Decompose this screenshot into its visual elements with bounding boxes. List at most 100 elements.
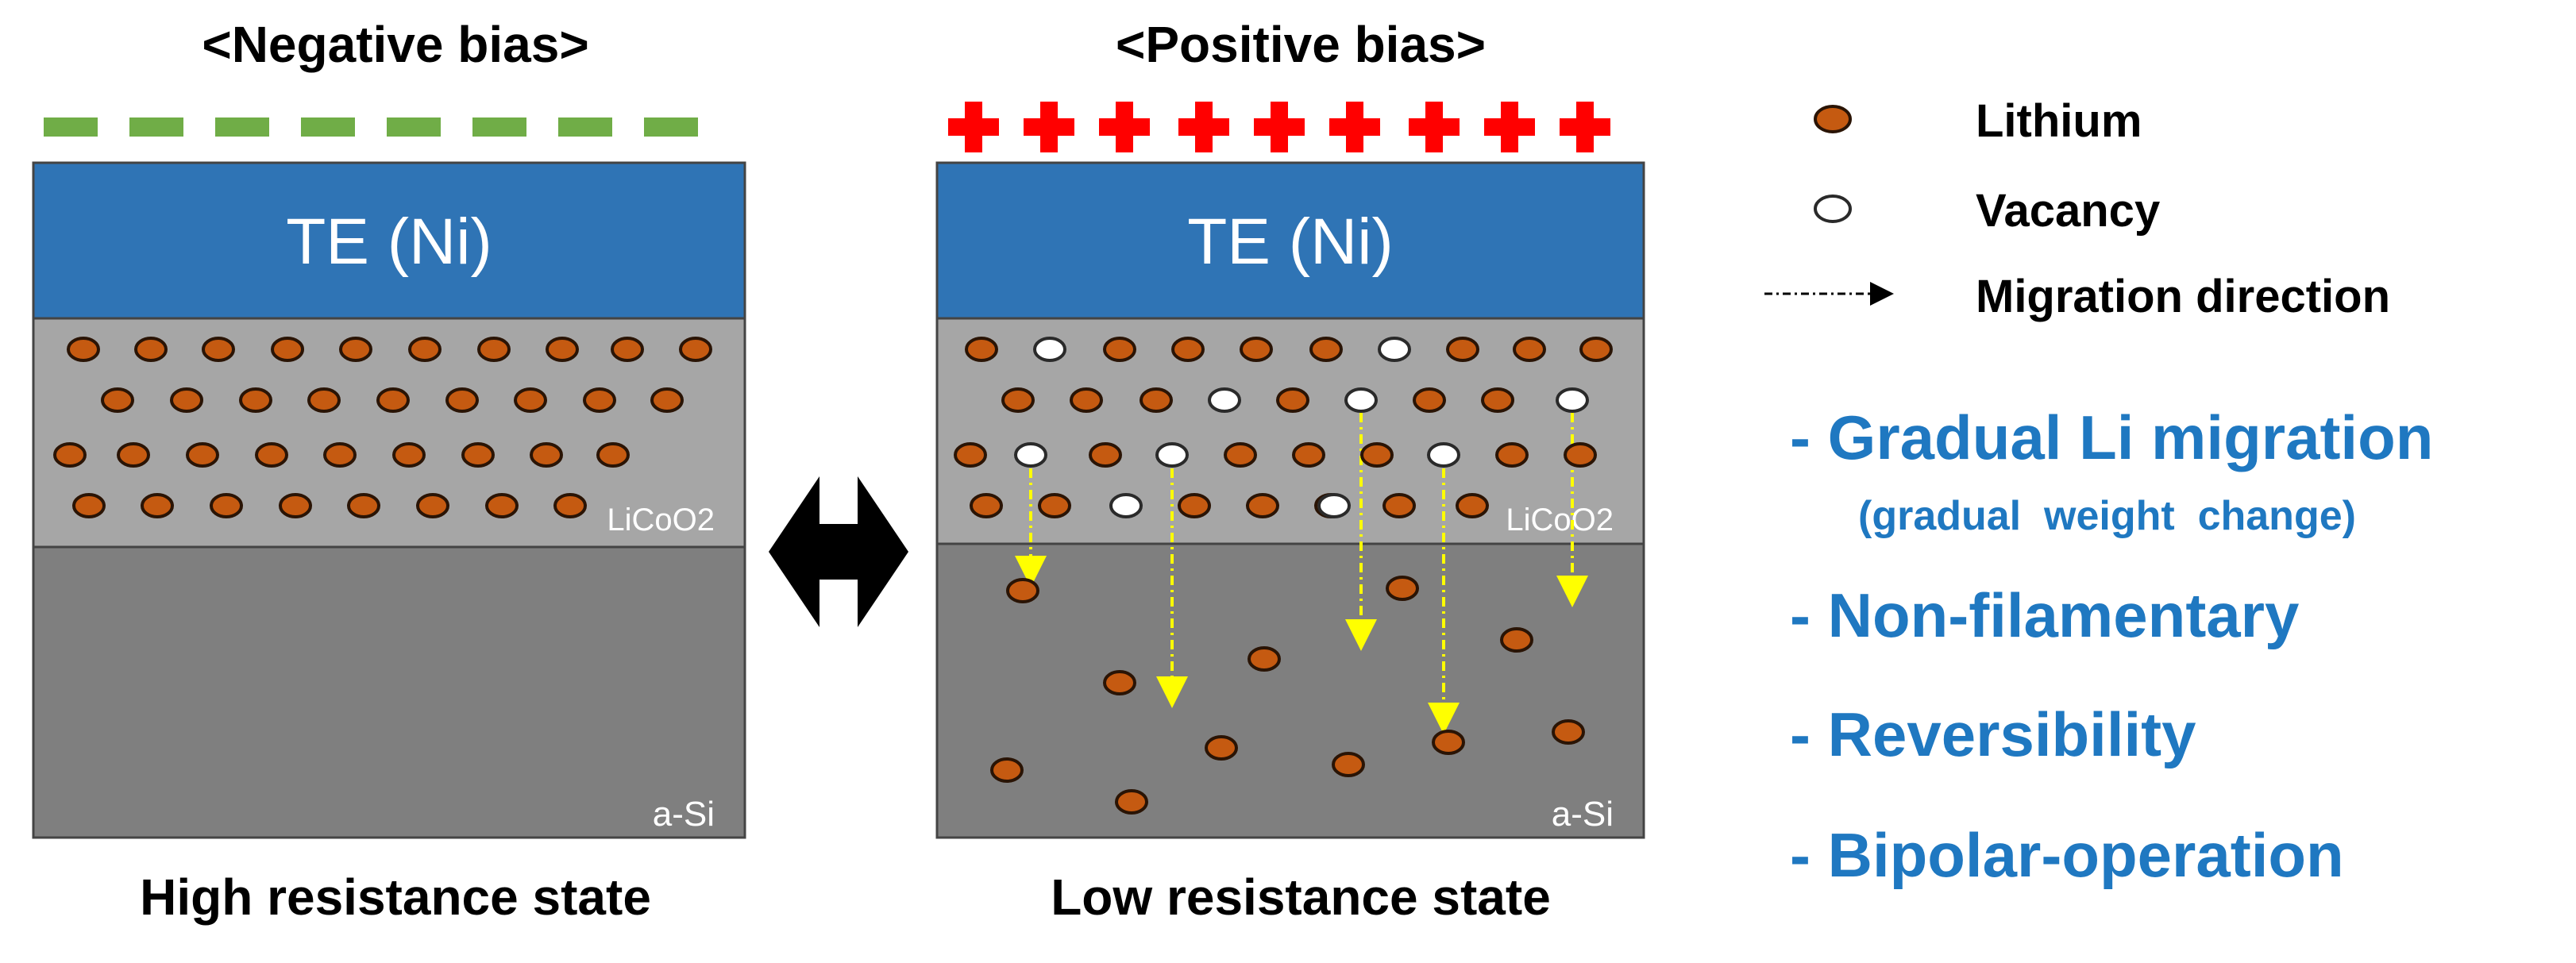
- lithium-atom: [1552, 719, 1585, 745]
- lithium-atom: [1103, 337, 1136, 362]
- a-si-layer: [935, 542, 1645, 839]
- plus-sign-icon: [1560, 102, 1610, 152]
- lithium-atom: [1456, 493, 1489, 518]
- plus-sign-icon: [1024, 102, 1074, 152]
- lithium-atom: [101, 387, 134, 413]
- vacancy: [1155, 442, 1189, 468]
- lithium-atom: [392, 442, 426, 468]
- vacancy-legend-label: Vacancy: [1976, 185, 2160, 237]
- plus-sign-icon: [1329, 102, 1380, 152]
- plus-sign-icon: [1409, 102, 1460, 152]
- vacancy: [1317, 493, 1351, 518]
- lithium-atom: [1332, 752, 1365, 777]
- lithium-atom: [530, 442, 563, 468]
- feature-gradual-li-migration: - Gradual Li migration: [1790, 403, 2433, 472]
- lithium-atom: [485, 493, 519, 518]
- lithium-atom: [596, 442, 630, 468]
- lithium-atom: [323, 442, 357, 468]
- lithium-atom: [1240, 337, 1273, 362]
- double-headed-arrow-icon: [769, 476, 908, 627]
- positive-marks: [948, 102, 1610, 152]
- lithium-atom: [1089, 442, 1122, 468]
- plus-sign-icon: [1099, 102, 1150, 152]
- te-ni-label: TE (Ni): [286, 206, 492, 278]
- feature-bipolar-operation: - Bipolar-operation: [1790, 820, 2344, 890]
- negative-bias-title: <Negative bias>: [202, 16, 588, 73]
- vacancy: [1556, 387, 1589, 413]
- lithium-atom: [1276, 387, 1309, 413]
- lithium-atom: [347, 493, 380, 518]
- te-ni-label: TE (Ni): [1187, 206, 1394, 278]
- high-resistance-state-label: High resistance state: [140, 869, 651, 926]
- lithium-atom: [445, 387, 479, 413]
- minus-sign-icon: [301, 117, 355, 137]
- lithium-atom: [1432, 730, 1465, 755]
- lithium-atom: [1513, 337, 1546, 362]
- vacancy: [1427, 442, 1460, 468]
- lithium-atom: [611, 337, 644, 362]
- lithium-atom: [553, 493, 587, 518]
- lithium-atom: [1140, 387, 1173, 413]
- lithium-atom: [1386, 576, 1419, 601]
- plus-sign-icon: [948, 102, 999, 152]
- lithium-atom: [1001, 387, 1035, 413]
- feature-gradual-weight-change: (gradual weight change): [1858, 493, 2356, 539]
- vacancy: [1344, 387, 1378, 413]
- lithium-legend-label: Lithium: [1976, 95, 2142, 147]
- lithium-atom: [1248, 646, 1281, 672]
- lithium-atom: [1006, 578, 1039, 603]
- legend: Lithium Vacancy Migration direction: [1764, 95, 2390, 322]
- lithium-atom: [202, 337, 235, 362]
- lithium-atom: [1292, 442, 1325, 468]
- licoo2-label: LiCoO2: [1506, 503, 1614, 537]
- minus-sign-icon: [215, 117, 269, 137]
- lithium-atom: [210, 493, 243, 518]
- lithium-atom: [990, 757, 1024, 783]
- lithium-atom: [1224, 442, 1257, 468]
- lithium-legend-icon: [1814, 105, 1852, 133]
- lithium-atom: [970, 493, 1003, 518]
- minus-sign-icon: [44, 117, 98, 137]
- vacancy: [1033, 337, 1066, 362]
- low-resistance-state-label: Low resistance state: [1051, 869, 1551, 926]
- vacancy: [1208, 387, 1241, 413]
- minus-sign-icon: [387, 117, 441, 137]
- lithium-atom: [1246, 493, 1279, 518]
- lithium-atom: [134, 337, 168, 362]
- lithium-atom: [1178, 493, 1211, 518]
- lithium-atom: [53, 442, 87, 468]
- plus-sign-icon: [1254, 102, 1305, 152]
- minus-sign-icon: [644, 117, 698, 137]
- lithium-atom: [72, 493, 106, 518]
- lithium-atom: [1205, 735, 1238, 761]
- feature-list: - Gradual Li migration (gradual weight c…: [1790, 403, 2433, 890]
- vacancy-legend-icon: [1814, 195, 1852, 223]
- feature-non-filamentary: - Non-filamentary: [1790, 580, 2299, 650]
- lithium-atom: [307, 387, 341, 413]
- lithium-atom: [1103, 670, 1136, 695]
- lithium-atom: [477, 337, 511, 362]
- left-panel: <Negative bias> TE (Ni) LiCoO2 a-Si: [32, 16, 746, 926]
- lithium-atom: [339, 337, 372, 362]
- lithium-atom: [408, 337, 442, 362]
- licoo2-label: LiCoO2: [607, 503, 715, 537]
- lithium-atom: [1309, 337, 1343, 362]
- lithium-atom: [1382, 493, 1416, 518]
- minus-sign-icon: [129, 117, 183, 137]
- lithium-atom: [117, 442, 150, 468]
- feature-reversibility: - Reversibility: [1790, 699, 2196, 769]
- left-lithium-atoms: [53, 337, 712, 518]
- lithium-atom: [1564, 442, 1597, 468]
- a-si-label: a-Si: [653, 795, 715, 834]
- a-si-label: a-Si: [1552, 795, 1614, 834]
- lithium-atom: [1360, 442, 1394, 468]
- lithium-atom: [170, 387, 203, 413]
- lithium-atom: [965, 337, 998, 362]
- lithium-atom: [1038, 493, 1071, 518]
- lithium-atom: [1500, 627, 1533, 653]
- migrated-lithium-atoms: [990, 576, 1585, 815]
- lithium-atom: [141, 493, 174, 518]
- lithium-atom: [546, 337, 579, 362]
